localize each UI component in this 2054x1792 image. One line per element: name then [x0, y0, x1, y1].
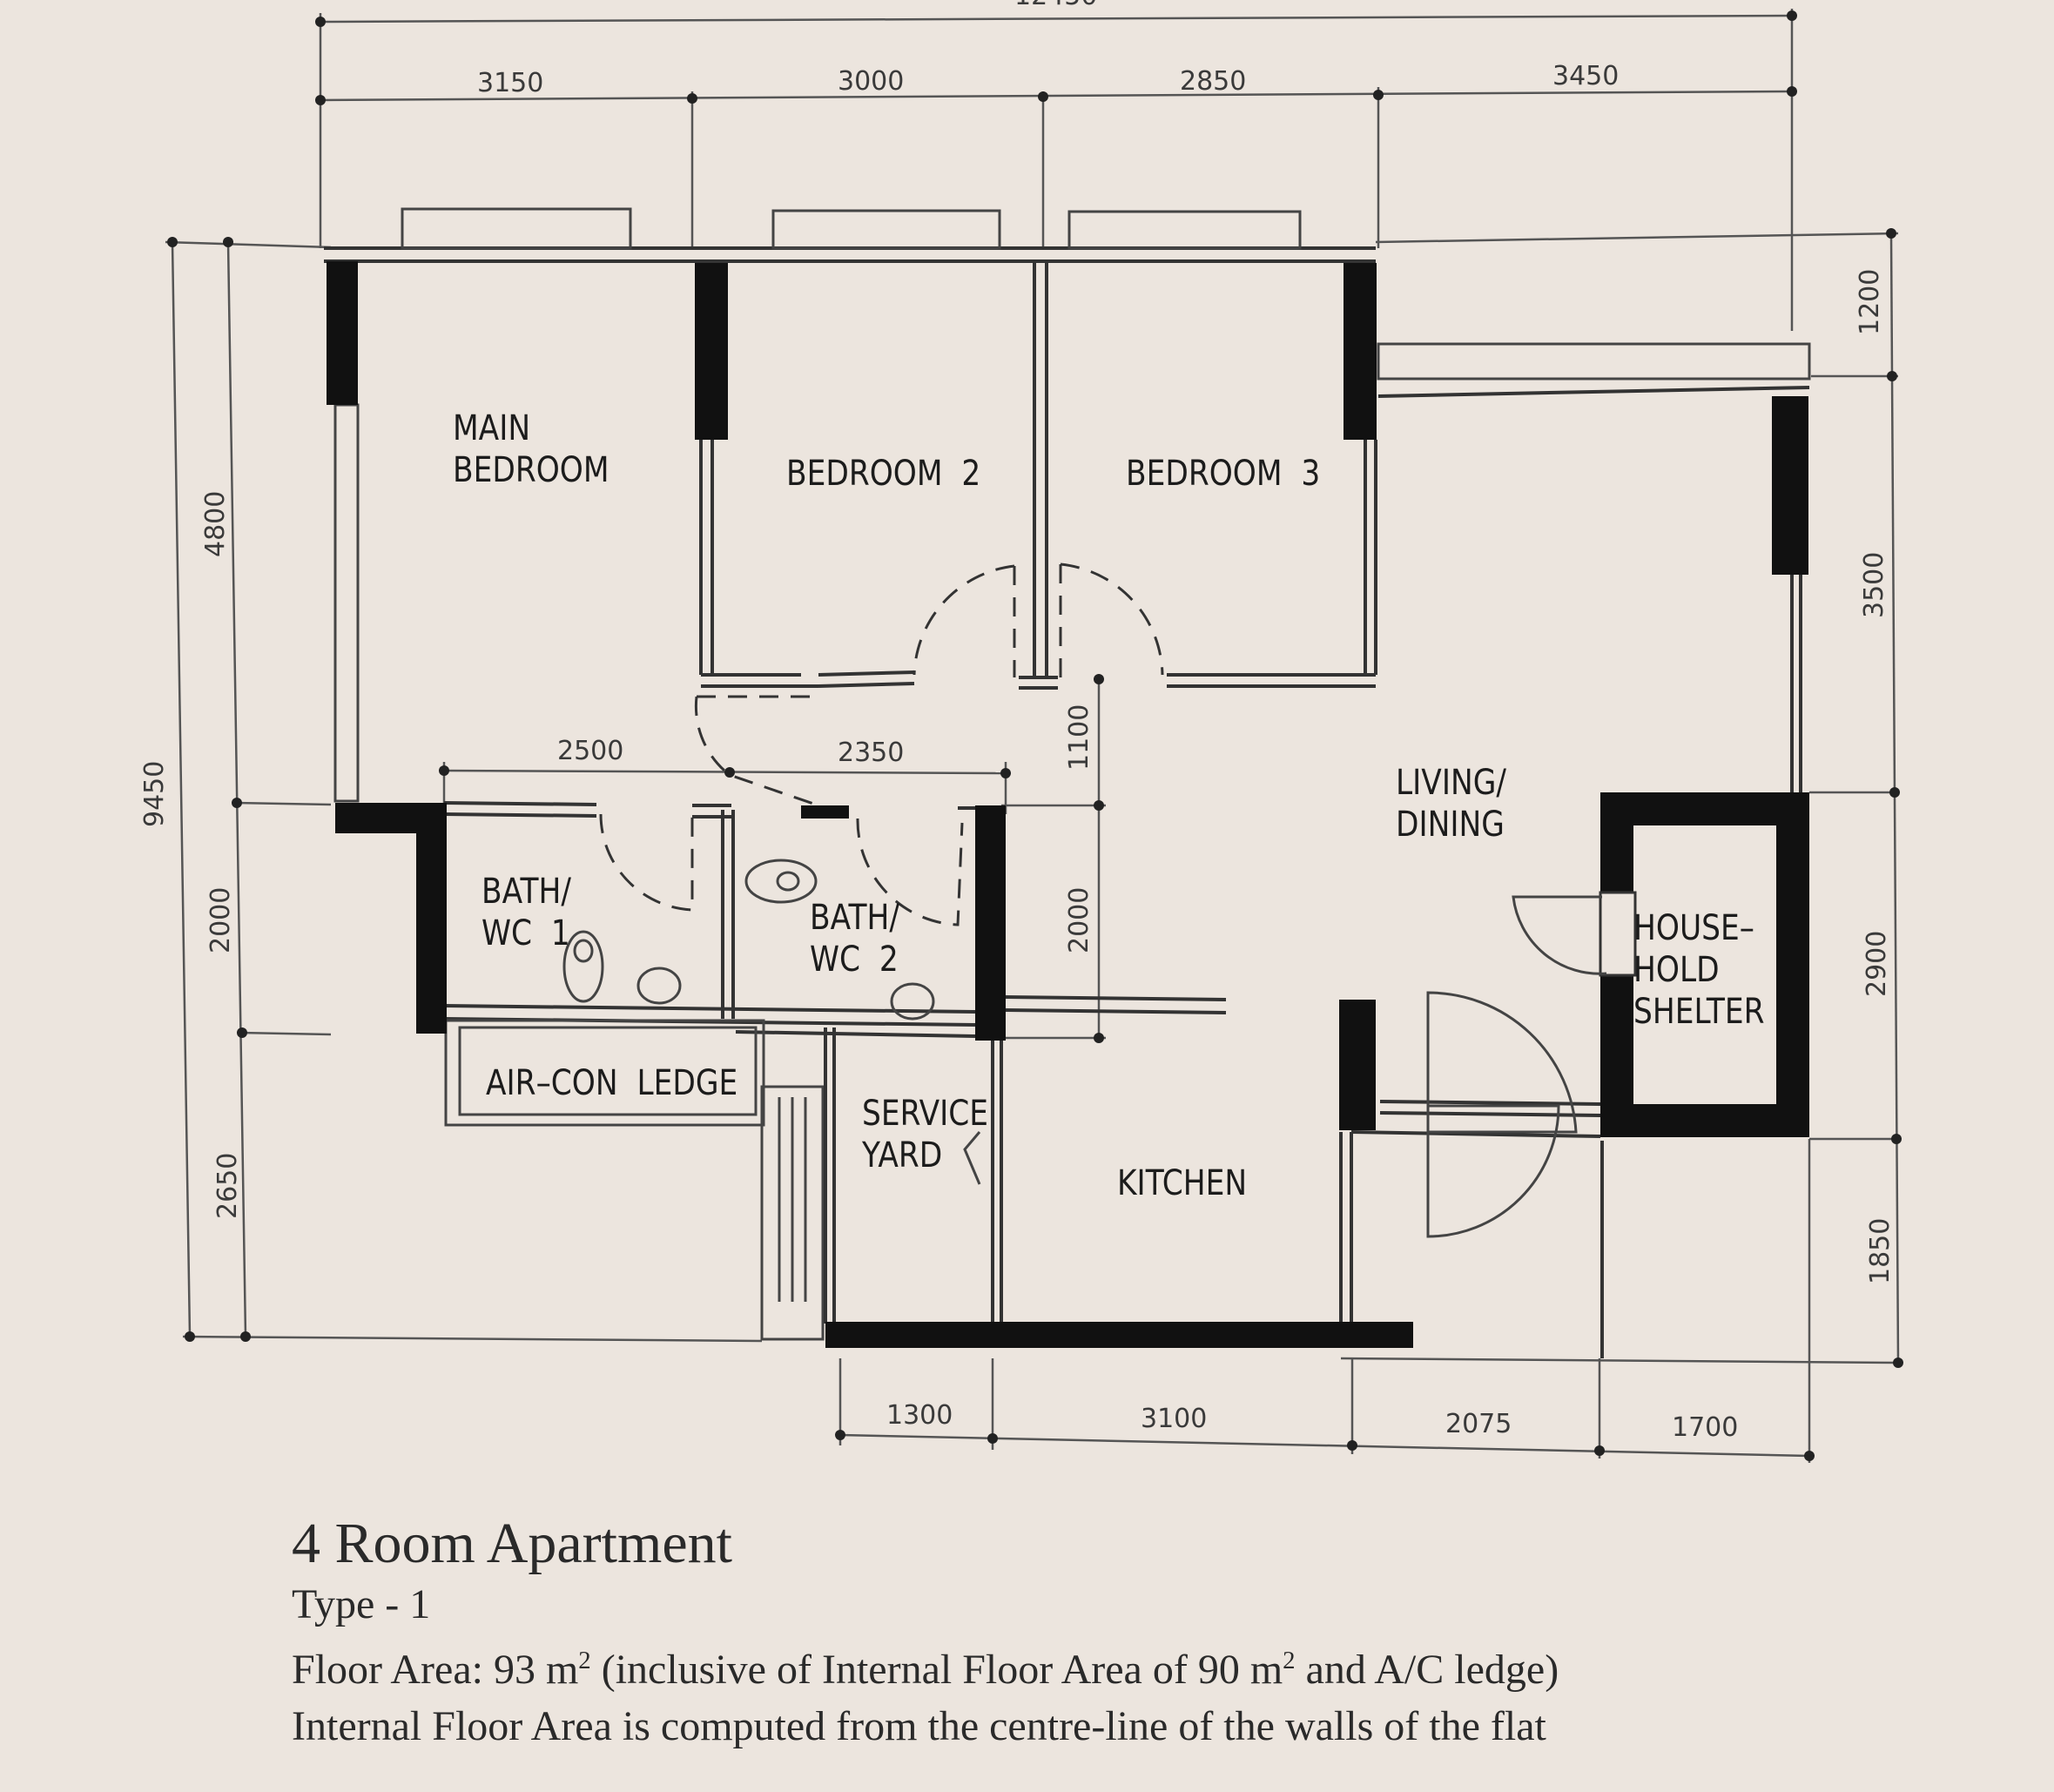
basin-icon — [636, 967, 682, 1005]
thin-walls — [324, 207, 1811, 1358]
dim-right-4: 1850 — [1865, 1217, 1896, 1284]
floor-area-line: Floor Area: 93 m2 (inclusive of Internal… — [292, 1646, 1559, 1694]
dim-inner-v-1: 1100 — [1064, 704, 1094, 771]
toilet-icon — [562, 930, 604, 1003]
room-label-bath-wc-1: BATH/ WC 1 — [482, 872, 571, 953]
dim-inner-v-2: 2000 — [1064, 886, 1094, 953]
dim-left-1: 4800 — [200, 490, 231, 557]
dim-total-width: 12450 — [1014, 0, 1097, 11]
floor-area-sup-2: 2 — [1283, 1647, 1296, 1674]
dimension-lines — [165, 9, 1903, 1463]
shelter-door-opening — [1599, 891, 1637, 977]
dim-left-3: 2650 — [212, 1152, 243, 1219]
dim-left-total: 9450 — [139, 760, 170, 827]
dim-bottom-2: 3100 — [1141, 1404, 1208, 1434]
toilet-icon-2 — [744, 859, 818, 904]
door-swings — [599, 563, 1607, 1238]
room-label-household-shelter: HOUSE– HOLD SHELTER — [1633, 908, 1765, 1032]
room-label-bedroom-3: BEDROOM 3 — [1126, 454, 1321, 494]
sanitary-fixtures — [562, 859, 935, 1021]
plan-type: Type - 1 — [292, 1581, 431, 1627]
room-label-living-dining: LIVING/ DINING — [1396, 763, 1506, 845]
dim-top-2: 3000 — [838, 66, 905, 97]
dim-top-3: 2850 — [1180, 66, 1247, 97]
room-label-aircon-ledge: AIR–CON LEDGE — [486, 1063, 738, 1103]
dim-left-2: 2000 — [205, 886, 236, 953]
dim-inner-h-2: 2350 — [838, 738, 905, 768]
room-label-kitchen: KITCHEN — [1117, 1163, 1248, 1203]
dim-right-1: 1200 — [1855, 268, 1885, 335]
floor-area-prefix: Floor Area: 93 m — [292, 1647, 579, 1693]
room-label-main-bedroom: MAIN BEDROOM — [453, 408, 609, 490]
room-label-service-yard: SERVICE YARD — [862, 1094, 989, 1176]
dim-bottom-1: 1300 — [886, 1400, 953, 1431]
floor-area-note: Internal Floor Area is computed from the… — [292, 1703, 1546, 1749]
floor-area-mid: (inclusive of Internal Floor Area of 90 … — [590, 1647, 1283, 1693]
dim-bottom-4: 1700 — [1672, 1412, 1739, 1443]
dim-top-1: 3150 — [477, 68, 544, 98]
room-label-bedroom-2: BEDROOM 2 — [786, 454, 981, 494]
dim-top-4: 3450 — [1552, 61, 1620, 91]
plan-title: 4 Room Apartment — [292, 1512, 732, 1575]
dim-right-3: 2900 — [1862, 930, 1892, 997]
room-label-bath-wc-2: BATH/ WC 2 — [810, 898, 899, 980]
dim-bottom-3: 2075 — [1445, 1409, 1512, 1439]
floor-area-suffix: and A/C ledge) — [1295, 1647, 1559, 1693]
dim-right-2: 3500 — [1859, 551, 1889, 618]
dim-inner-h-1: 2500 — [557, 736, 624, 766]
floor-area-sup: 2 — [578, 1647, 591, 1674]
basin-icon-2 — [890, 982, 935, 1021]
